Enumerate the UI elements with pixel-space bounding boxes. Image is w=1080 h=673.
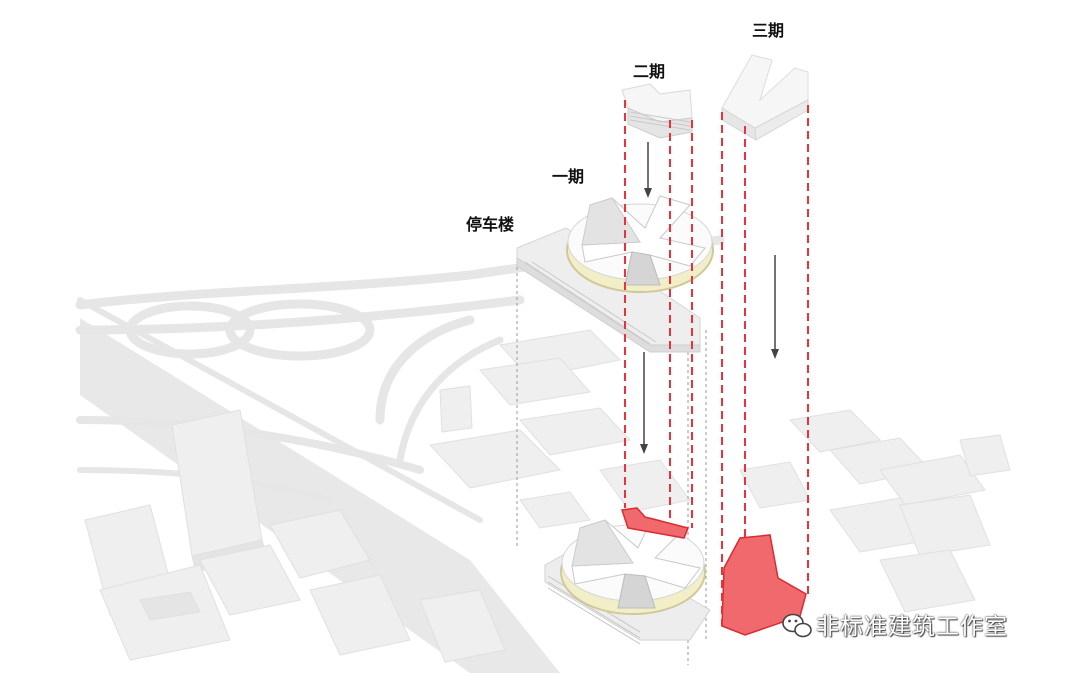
phase1-label: 一期 bbox=[552, 163, 584, 187]
phase1-upper bbox=[517, 196, 713, 352]
phase2-label: 二期 bbox=[633, 58, 665, 82]
watermark: 非标准建筑工作室 bbox=[782, 608, 1008, 640]
arrow-down-icon bbox=[640, 352, 648, 454]
arrow-down-icon bbox=[771, 255, 779, 359]
phase3-tower bbox=[722, 55, 808, 140]
watermark-text: 非标准建筑工作室 bbox=[816, 607, 1008, 641]
parking-label: 停车楼 bbox=[466, 211, 514, 235]
phase2-block bbox=[622, 84, 692, 138]
phase3-label: 三期 bbox=[752, 17, 784, 41]
phase1-lower bbox=[545, 518, 710, 644]
arrow-down-icon bbox=[644, 142, 652, 198]
